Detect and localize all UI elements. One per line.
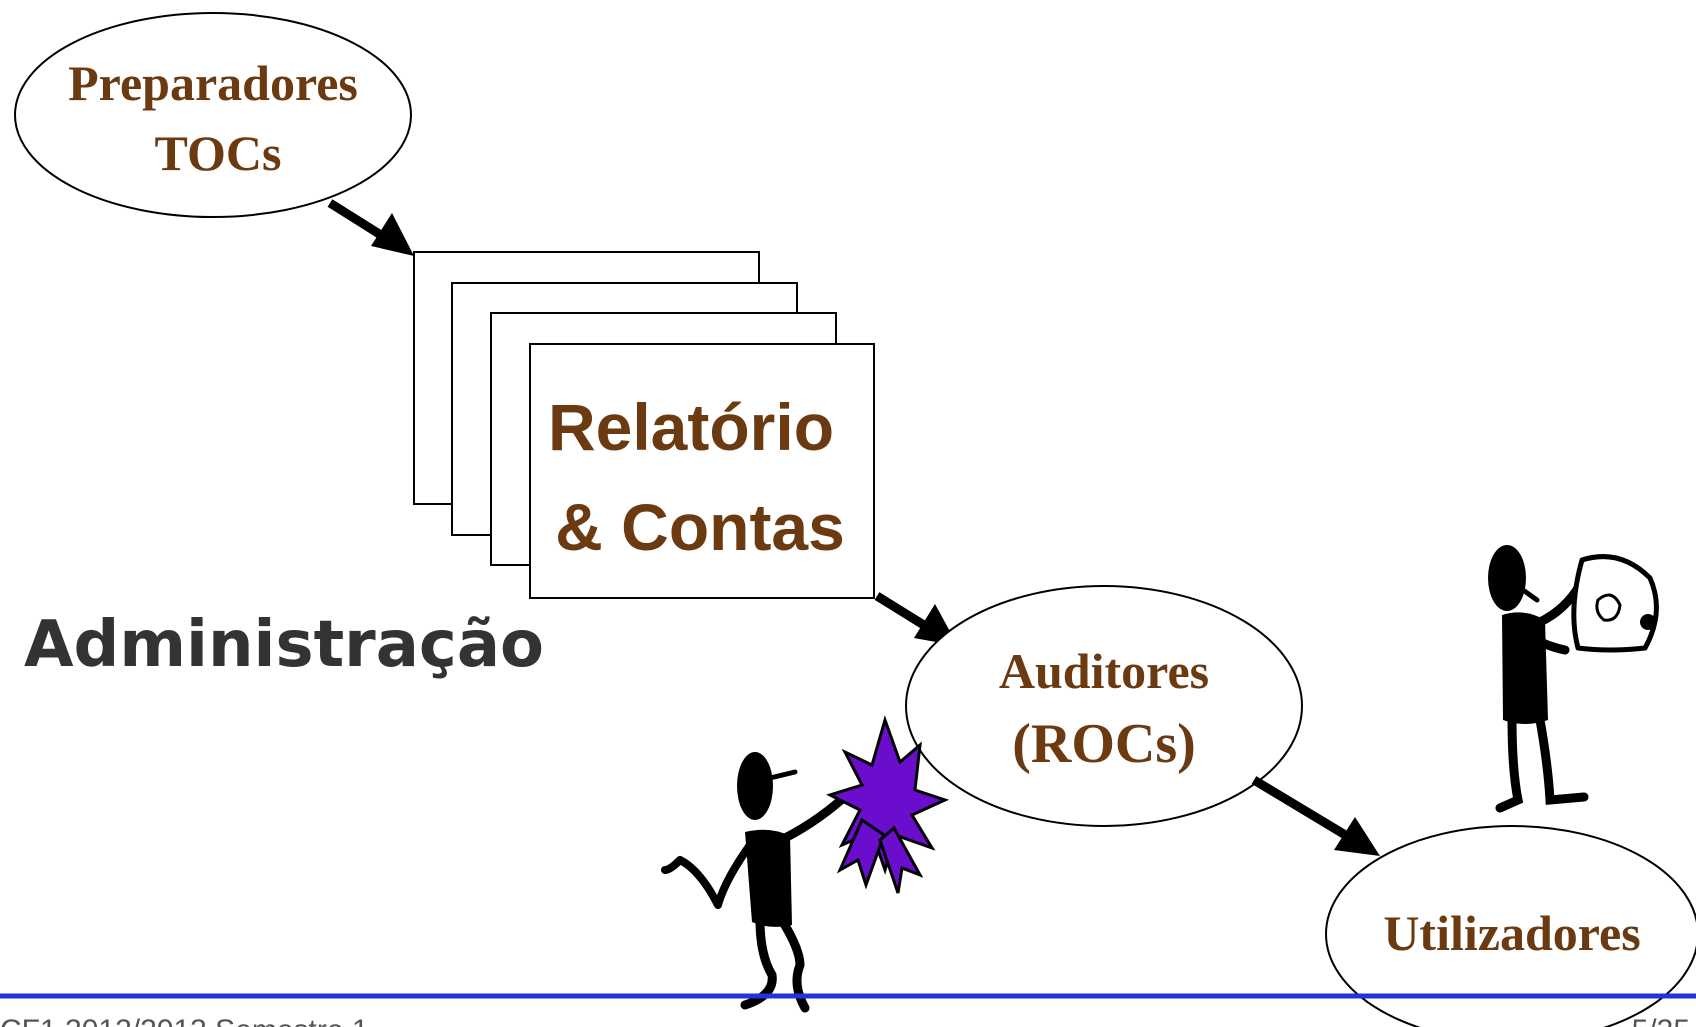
report-stack: Relatório & Contas (413, 251, 875, 599)
report-label-line1: Relatório (548, 390, 834, 464)
arrow-preparers-to-report (327, 199, 414, 256)
arrow-auditors-to-users (1251, 776, 1380, 856)
auditors-label-line2: (ROCs) (1012, 713, 1196, 775)
reader-figure-icon (1488, 545, 1659, 813)
preparers-label-line2: TOCs (155, 125, 282, 181)
award-ribbon-icon (826, 715, 950, 894)
auditors-label-line1: Auditores (999, 643, 1209, 699)
report-page-front (529, 343, 875, 599)
auditors-ellipse (905, 585, 1303, 827)
users-ellipse (1325, 825, 1696, 1027)
award-figure-icon (661, 752, 855, 1013)
report-label-line2: & Contas (555, 490, 845, 564)
preparers-label-line1: Preparadores (68, 55, 358, 111)
footer-page-number: 5/35 (1632, 1014, 1690, 1027)
administration-label: Administração (24, 608, 544, 682)
users-label: Utilizadores (1383, 905, 1640, 961)
footer-course-label: CF1 2012/2013 Semestre 1 (0, 1014, 369, 1027)
preparers-ellipse (14, 12, 412, 218)
